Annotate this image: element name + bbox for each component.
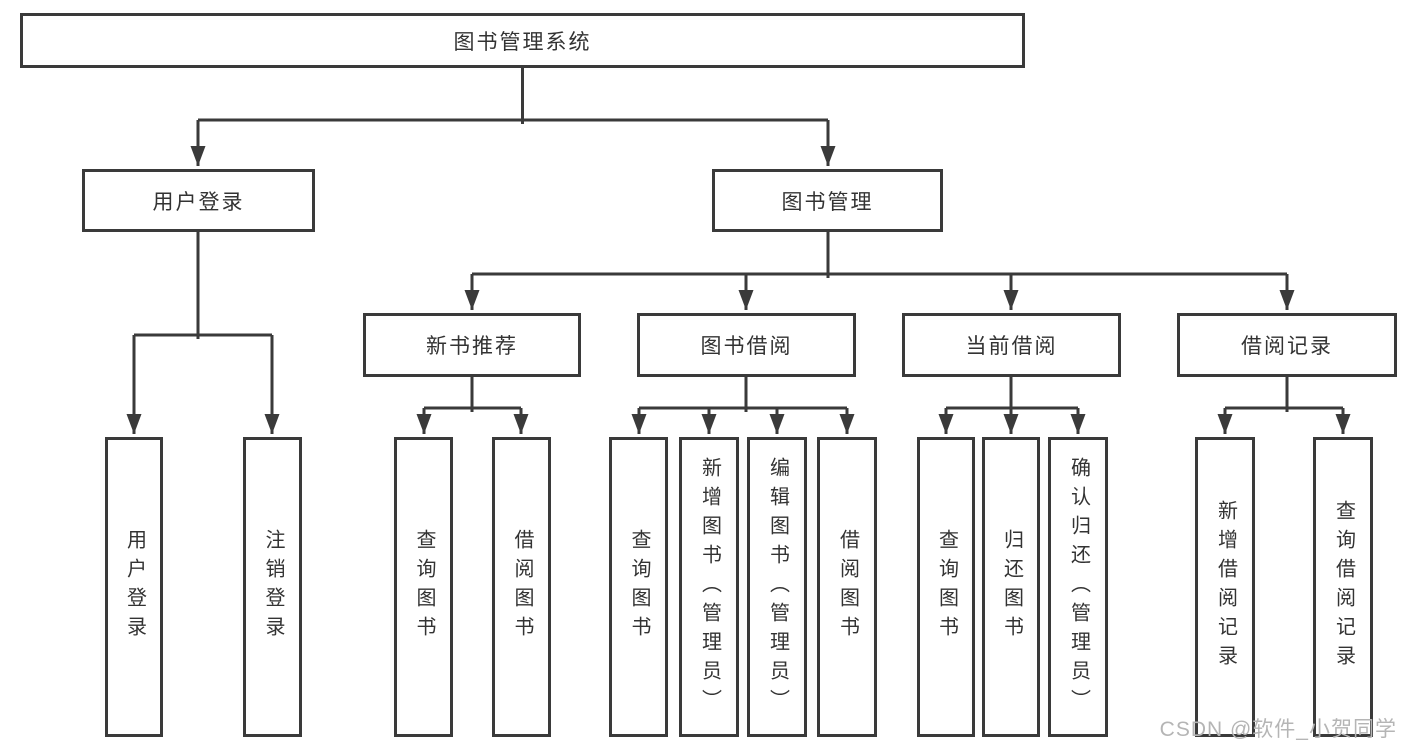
leaf-logout-label: 注销登录 xyxy=(262,529,284,645)
leaf-borrowing-query-books-label: 查询图书 xyxy=(628,529,650,645)
leaf-recommend-query-books: 查询图书 xyxy=(394,437,453,737)
node-book-management: 图书管理 xyxy=(712,169,943,232)
leaf-user-login: 用户登录 xyxy=(105,437,163,737)
leaf-current-confirm-return-admin: 确认归还（管理员） xyxy=(1048,437,1108,737)
leaf-records-add-record-label: 新增借阅记录 xyxy=(1214,500,1237,674)
leaf-recommend-query-books-label: 查询图书 xyxy=(413,529,435,645)
node-borrowing-records: 借阅记录 xyxy=(1177,313,1397,377)
leaf-logout: 注销登录 xyxy=(243,437,302,737)
leaf-current-confirm-return-admin-label: 确认归还（管理员） xyxy=(1067,456,1090,718)
leaf-records-query-record-label: 查询借阅记录 xyxy=(1332,500,1355,674)
csdn-watermark: CSDN @软件_小贺同学 xyxy=(1159,718,1397,741)
leaf-records-query-record: 查询借阅记录 xyxy=(1313,437,1373,737)
leaf-current-query-books-label: 查询图书 xyxy=(935,529,958,645)
node-book-borrowing: 图书借阅 xyxy=(637,313,856,377)
leaf-borrowing-query-books: 查询图书 xyxy=(609,437,668,737)
node-user-login: 用户登录 xyxy=(82,169,315,232)
node-new-book-recommend: 新书推荐 xyxy=(363,313,581,377)
leaf-borrowing-borrow-books: 借阅图书 xyxy=(817,437,877,737)
leaf-recommend-borrow-books: 借阅图书 xyxy=(492,437,551,737)
leaf-borrowing-edit-books-admin-label: 编辑图书（管理员） xyxy=(766,456,789,718)
leaf-borrowing-borrow-books-label: 借阅图书 xyxy=(836,529,859,645)
leaf-borrowing-add-books-admin-label: 新增图书（管理员） xyxy=(698,456,721,718)
leaf-current-return-books-label: 归还图书 xyxy=(1000,529,1023,645)
node-root: 图书管理系统 xyxy=(20,13,1025,68)
leaf-records-add-record: 新增借阅记录 xyxy=(1195,437,1255,737)
leaf-current-query-books: 查询图书 xyxy=(917,437,975,737)
leaf-recommend-borrow-books-label: 借阅图书 xyxy=(511,529,533,645)
leaf-borrowing-add-books-admin: 新增图书（管理员） xyxy=(679,437,739,737)
leaf-borrowing-edit-books-admin: 编辑图书（管理员） xyxy=(747,437,807,737)
node-current-borrowing: 当前借阅 xyxy=(902,313,1121,377)
leaf-current-return-books: 归还图书 xyxy=(982,437,1040,737)
leaf-user-login-label: 用户登录 xyxy=(123,529,146,645)
